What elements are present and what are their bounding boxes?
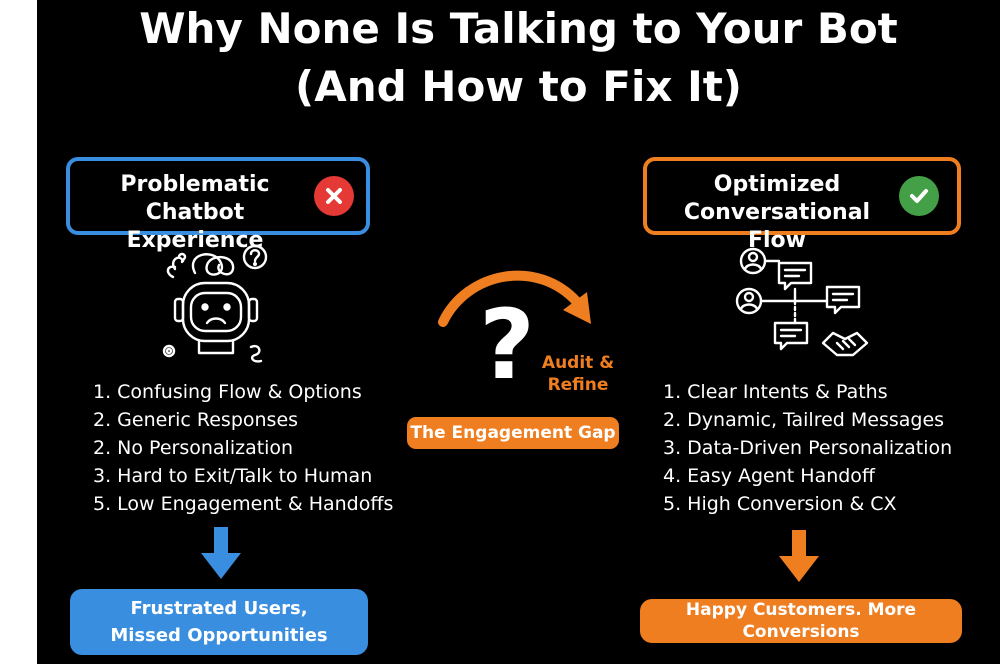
audit-refine-label: Audit & Refine <box>533 352 623 396</box>
result-left-line-2: Missed Opportunities <box>110 625 328 646</box>
frustrated-users-result: Frustrated Users, Missed Opportunities <box>70 589 368 655</box>
problematic-header-text: Problematic Chatbot Experience <box>80 171 310 255</box>
problem-item: 1. Confusing Flow & Options <box>93 381 362 403</box>
conversation-flow-icon <box>733 243 873 368</box>
problem-item: 2. No Personalization <box>93 437 294 459</box>
audit-label-line-1: Audit & <box>541 353 615 373</box>
problem-item: 5. Low Engagement & Handoffs <box>93 493 394 515</box>
audit-label-line-2: Refine <box>547 375 609 395</box>
optimized-header-text: Optimized Conversational Flow <box>657 171 897 255</box>
solution-item: 1. Clear Intents & Paths <box>663 381 888 403</box>
solution-item: 3. Data-Driven Personalization <box>663 437 953 459</box>
title-line-2: (And How to Fix It) <box>295 62 742 111</box>
solution-item: 4. Easy Agent Handoff <box>663 465 876 487</box>
solution-item: 5. High Conversion & CX <box>663 493 897 515</box>
problematic-header-line-2: Chatbot Experience <box>126 200 264 253</box>
arrow-down-icon <box>777 530 821 584</box>
solution-list: 1. Clear Intents & Paths 2. Dynamic, Tai… <box>663 378 952 518</box>
question-mark: ? <box>479 289 535 401</box>
optimized-header-box: Optimized Conversational Flow <box>643 157 961 253</box>
happy-customers-result: Happy Customers. More Conversions <box>640 599 962 643</box>
optimized-header-line-1: Optimized <box>713 172 841 197</box>
infographic-canvas: Why None Is Talking to Your Bot (And How… <box>37 0 1000 664</box>
refine-arc-arrow-icon <box>437 262 597 332</box>
solution-item: 2. Dynamic, Tailred Messages <box>663 409 945 431</box>
title-line-1: Why None Is Talking to Your Bot <box>139 4 898 53</box>
problem-item: 2. Generic Responses <box>93 409 299 431</box>
optimized-header-line-2: Conversational Flow <box>683 200 871 253</box>
x-circle-icon <box>314 176 354 216</box>
result-left-line-1: Frustrated Users, <box>130 598 308 619</box>
confused-robot-icon <box>155 243 277 368</box>
problem-list: 1. Confusing Flow & Options 2. Generic R… <box>93 378 393 518</box>
arrow-down-icon <box>199 527 243 581</box>
problematic-header-box: Problematic Chatbot Experience <box>66 157 370 253</box>
engagement-gap-label: The Engagement Gap <box>407 417 619 449</box>
check-circle-icon <box>899 176 939 216</box>
problematic-header-line-1: Problematic <box>120 172 270 197</box>
problem-item: 3. Hard to Exit/Talk to Human <box>93 465 373 487</box>
